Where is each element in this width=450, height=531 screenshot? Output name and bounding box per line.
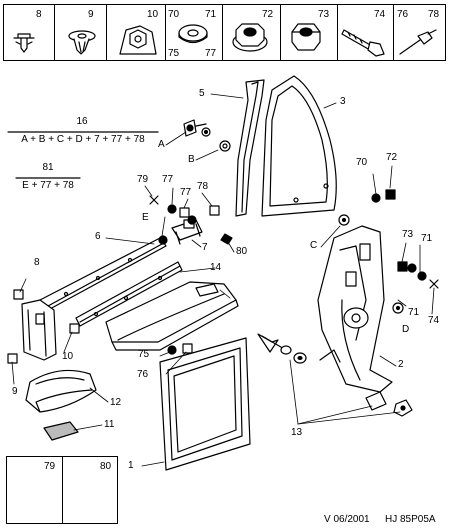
callout-78: 78 [197,181,209,192]
legend-ref-78: 78 [428,9,440,20]
pop-rivet-icon [399,29,437,55]
legend-ref-10: 10 [147,9,159,20]
part-14-rail [75,261,183,327]
legend-ref-77: 77 [205,48,217,59]
part-3-door-glass [261,75,337,217]
callout-b: B [188,154,195,165]
callout-76: 76 [137,369,149,380]
leader-lines [11,93,435,467]
callout-71-lower: 71 [408,307,420,318]
callout-80: 80 [236,246,248,257]
part-2-window-regulator [317,225,393,393]
part-13-mounting-hardware [257,333,413,417]
formula-16-expression: A + B + C + D + 7 + 77 + 78 [21,134,145,145]
callout-9: 9 [12,386,18,397]
footer-reference: HJ 85P05A [385,514,436,525]
armrest-panel [105,281,239,351]
legend-ref-79: 79 [44,461,56,472]
legend-cell-8 [3,4,55,61]
callout-e: E [142,212,149,223]
formula-16-number: 16 [76,116,88,127]
glass-fasteners [183,119,231,152]
callout-71-upper: 71 [421,233,433,244]
legend-ref-70: 70 [168,9,180,20]
callout-6: 6 [95,231,101,242]
callout-11: 11 [104,419,115,430]
legend-ref-72: 72 [262,9,274,20]
formula-81-expression: E + 77 + 78 [22,180,74,191]
callout-5: 5 [199,88,205,99]
callout-8: 8 [34,257,40,268]
callout-77-upper: 77 [162,174,174,185]
hex-nut-icon [291,23,321,51]
callout-2: 2 [398,359,404,370]
push-rivet-icon [13,33,35,53]
callout-c: C [310,240,318,251]
part-5-window-channel [235,79,265,217]
part-11-pad [43,421,79,441]
part-12-cover [25,369,97,413]
callout-75: 75 [138,349,150,360]
callout-70: 70 [356,157,368,168]
footer-date: V 06/2001 [324,514,370,525]
legend-cell-76-78 [393,4,446,61]
legend-ref-73: 73 [318,9,330,20]
callout-3: 3 [340,96,346,107]
callout-1: 1 [128,460,134,471]
callout-74: 74 [428,315,440,326]
callout-13: 13 [291,427,303,438]
part-7-bracket [171,219,203,245]
plastic-nut-clip-icon [119,25,157,55]
legend-ref-75: 75 [168,48,180,59]
callout-73: 73 [402,229,414,240]
legend-ref-71: 71 [205,9,217,20]
lower-left-bracket [21,299,57,361]
legend-ref-9: 9 [88,9,94,20]
legend-ref-76: 76 [397,9,409,20]
small-fastener-markers [7,189,439,364]
callout-a: A [158,139,165,150]
part-6-rail [39,237,167,311]
callout-14: 14 [210,262,222,273]
legend-ref-80: 80 [100,461,112,472]
formula-81-number: 81 [42,162,54,173]
flat-washer-icon [178,24,208,44]
callout-12: 12 [110,397,122,408]
hex-bolt-icon [341,29,385,57]
part-1-door-seal [159,337,251,471]
callout-10: 10 [62,351,74,362]
callout-77-lower: 77 [180,187,192,198]
callout-72: 72 [386,152,398,163]
callout-7: 7 [202,242,208,253]
hex-flange-nut-icon [232,23,268,52]
legend-cell-80 [62,456,118,524]
legend-ref-8: 8 [36,9,42,20]
expansion-clip-icon [68,30,96,55]
callout-d: D [402,324,410,335]
legend-ref-74: 74 [374,9,386,20]
callout-79: 79 [137,174,149,185]
